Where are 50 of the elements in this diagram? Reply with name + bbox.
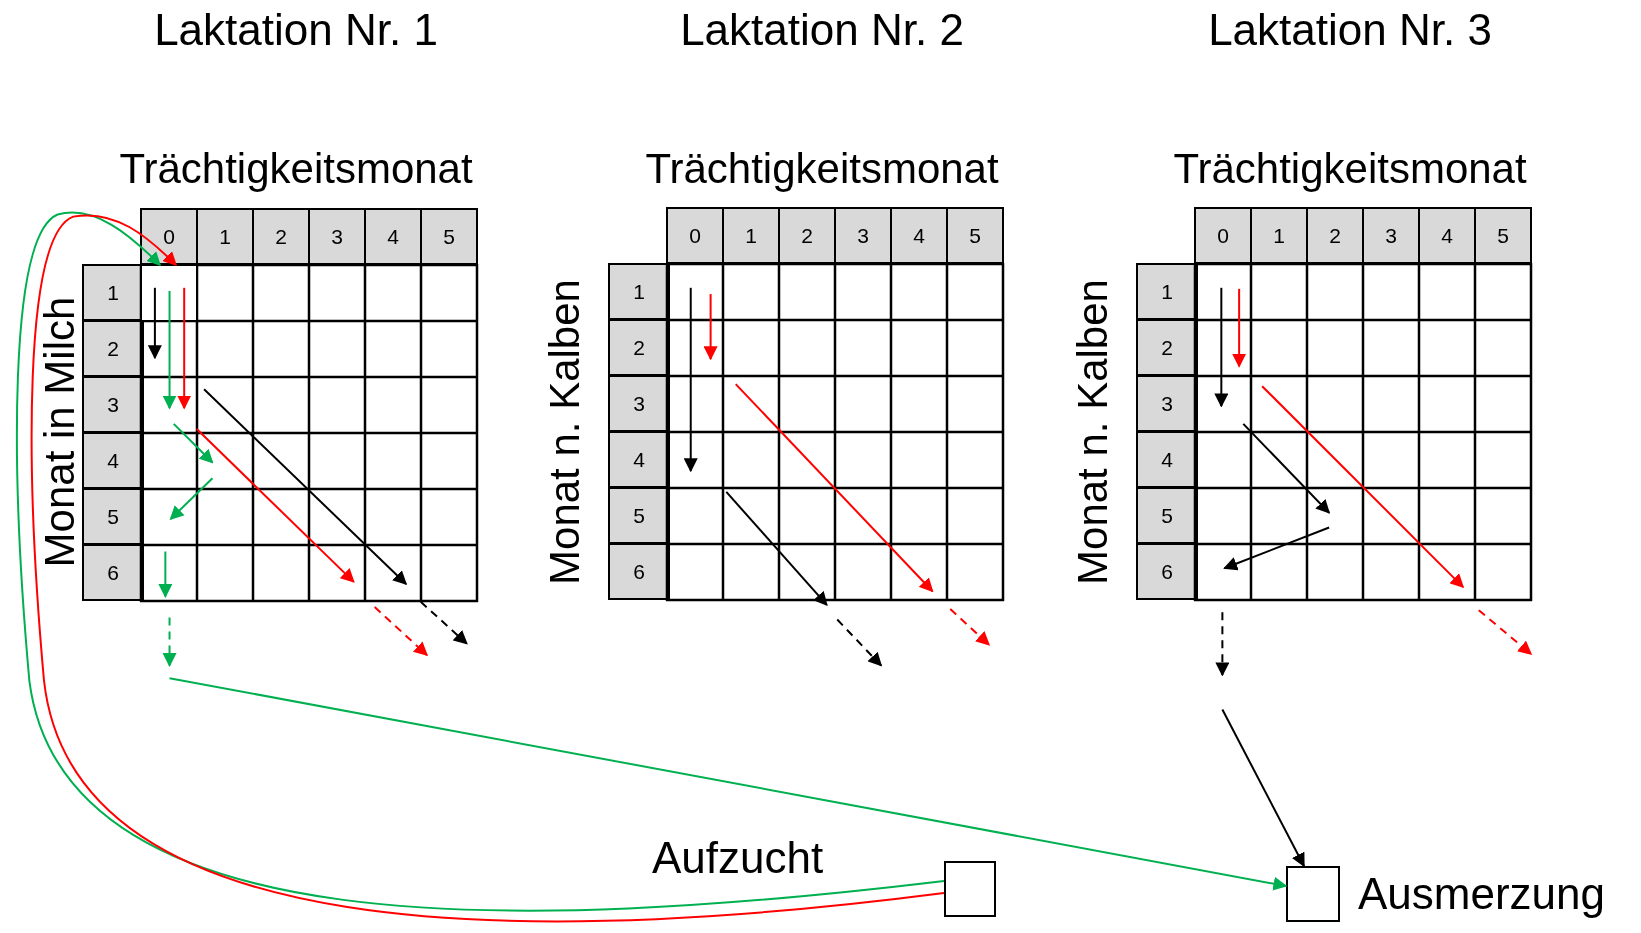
row-header: 2 — [82, 320, 144, 377]
axis-title: Monat n. Kalben — [1072, 279, 1114, 585]
column-header: 4 — [1418, 207, 1476, 264]
column-header: 5 — [946, 207, 1004, 264]
panel-title: Laktation Nr. 1 — [154, 8, 438, 52]
column-header: 2 — [252, 208, 310, 265]
axis-title: Trächtigkeitsmonat — [645, 148, 999, 190]
row-header: 4 — [608, 431, 670, 488]
row-header: 3 — [1136, 375, 1198, 432]
box-label: Ausmerzung — [1358, 872, 1605, 916]
column-header: 3 — [308, 208, 366, 265]
axis-title: Monat in Milch — [39, 296, 81, 568]
row-header: 1 — [608, 263, 670, 320]
flow-arrow — [168, 677, 1288, 891]
row-header: 4 — [1136, 431, 1198, 488]
row-header: 3 — [608, 375, 670, 432]
column-header: 5 — [420, 208, 478, 265]
row-header: 1 — [1136, 263, 1198, 320]
panel-title: Laktation Nr. 3 — [1208, 8, 1492, 52]
column-header: 0 — [1194, 207, 1252, 264]
column-header: 3 — [1362, 207, 1420, 264]
row-header: 3 — [82, 376, 144, 433]
axis-title: Trächtigkeitsmonat — [1173, 148, 1527, 190]
column-header: 2 — [778, 207, 836, 264]
column-header: 5 — [1474, 207, 1532, 264]
panel-title: Laktation Nr. 2 — [680, 8, 964, 52]
row-header: 5 — [1136, 487, 1198, 544]
column-header: 4 — [364, 208, 422, 265]
row-header: 5 — [608, 487, 670, 544]
row-header: 6 — [1136, 543, 1198, 600]
flow-arrow — [1221, 708, 1305, 868]
row-header: 2 — [1136, 319, 1198, 376]
column-header: 1 — [1250, 207, 1308, 264]
row-header: 6 — [82, 544, 144, 601]
grid-cell — [140, 264, 198, 322]
row-header: 5 — [82, 488, 144, 545]
column-header: 1 — [196, 208, 254, 265]
column-header: 0 — [666, 207, 724, 264]
row-header: 6 — [608, 543, 670, 600]
row-header: 2 — [608, 319, 670, 376]
axis-title: Trächtigkeitsmonat — [119, 148, 473, 190]
column-header: 2 — [1306, 207, 1364, 264]
box — [944, 861, 996, 917]
column-header: 1 — [722, 207, 780, 264]
box-label: Aufzucht — [652, 836, 824, 880]
box — [1286, 866, 1340, 922]
row-header: 4 — [82, 432, 144, 489]
column-header: 3 — [834, 207, 892, 264]
column-header: 4 — [890, 207, 948, 264]
axis-title: Monat n. Kalben — [544, 279, 586, 585]
